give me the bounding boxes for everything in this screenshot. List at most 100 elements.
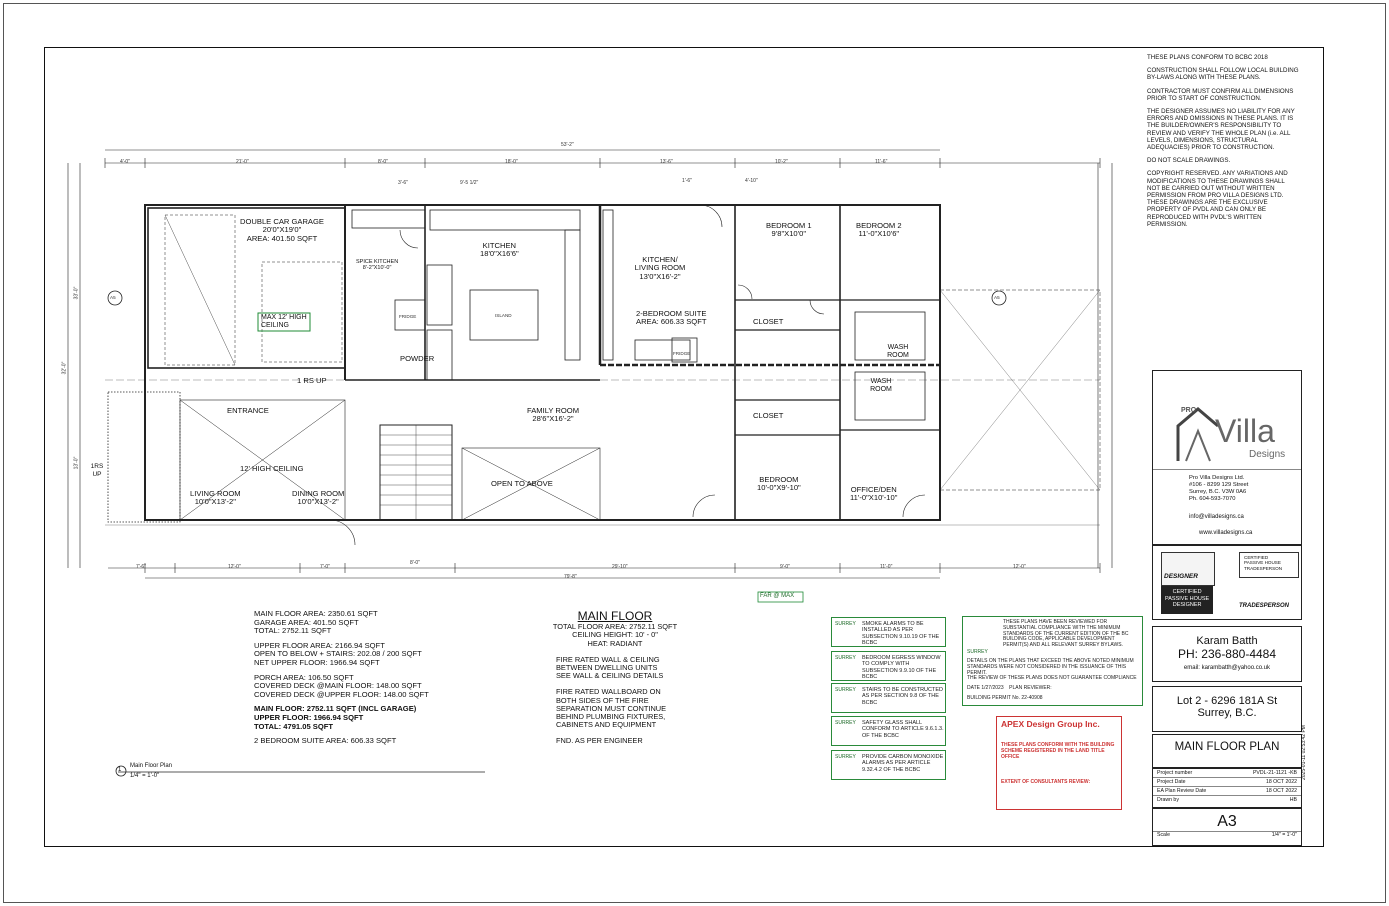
rs-up-porch-label: 1RS UP	[90, 463, 104, 479]
dim-overall-bottom: 79'-8"	[564, 574, 577, 580]
kitchen-label: KITCHEN 18'0"X16'6"	[480, 241, 519, 259]
dim-overall-top: 53'-2"	[561, 142, 574, 148]
logo-designs: Designs	[1249, 449, 1286, 460]
fire-line: SEPARATION MUST CONTINUE	[556, 703, 667, 713]
section-marker-left: A5	[110, 295, 116, 300]
project-row-label: EA Plan Review Date	[1157, 788, 1207, 794]
sheet-title-block: MAIN FLOOR PLAN	[1152, 734, 1302, 768]
company-address: Pro Villa Designs Ltd. #106 - 8299 129 S…	[1189, 475, 1248, 503]
dim-13: 9'-0"	[780, 564, 790, 570]
living-size: 10'0"X13'-2"	[194, 497, 236, 507]
kitchen-title: KITCHEN	[482, 241, 517, 250]
client-phone: PH: 236-880-4484	[1177, 647, 1277, 661]
surrey-note-4: SURREY SAFETY GLASS SHALL CONFORM TO ART…	[831, 716, 946, 746]
family-title: FAMILY ROOM	[527, 406, 580, 415]
suite-kitchen-label: KITCHEN/ LIVING ROOM 13'0"X16'-2"	[632, 255, 688, 281]
review-reviewer-label: PLAN REVIEWER:	[1009, 685, 1052, 691]
tradesperson-badge: TRADESPERSON	[1239, 603, 1290, 609]
lot-line1: Lot 2 - 6296 181A St	[1176, 695, 1278, 707]
area-line: UPPER FLOOR AREA: 2166.94 SQFT	[254, 640, 385, 650]
sheet-number-block: A3 Scale 1/4" = 1'-0"	[1152, 808, 1302, 846]
high-ceiling-label: 12' HIGH CEILING	[240, 464, 304, 473]
spice-kitchen-size: 8'-2"X10'-0"	[362, 265, 392, 271]
spice-kitchen-title: SPICE KITCHEN	[356, 259, 399, 265]
surrey-review-stamp: SURREY THESE PLANS HAVE BEEN REVIEWED FO…	[962, 616, 1143, 706]
dim-10: 7'-0"	[320, 564, 330, 570]
total-floor-area: TOTAL FLOOR AREA: 2752.11 SQFT	[552, 622, 678, 632]
certification-block: DESIGNER CERTIFIED PASSIVE HOUSE TRADESP…	[1152, 545, 1302, 620]
bedroom1-title: BEDROOM 1	[766, 221, 812, 230]
scale-row: Scale 1/4" = 1'-0"	[1153, 831, 1301, 838]
dining-title: DINING ROOM	[292, 489, 345, 498]
family-size: 28'6"X16'-2"	[532, 414, 574, 424]
surrey-note-3: SURREY STAIRS TO BE CONSTRUCTED AS PER S…	[831, 683, 946, 713]
surrey-note-5: SURREY PROVIDE CARBON MONOXIDE ALARMS AS…	[831, 750, 946, 780]
review-text: THESE PLANS HAVE BEEN REVIEWED FOR SUBST…	[1003, 619, 1129, 649]
note-4: THE DESIGNER ASSUMES NO LIABILITY FOR AN…	[1147, 108, 1295, 152]
scale-label: Scale	[1157, 832, 1170, 838]
note-5: DO NOT SCALE DRAWINGS.	[1147, 157, 1231, 165]
project-row-label: Project Date	[1157, 779, 1186, 785]
foundation-note: FND. AS PER ENGINEER	[556, 736, 643, 746]
dim-14: 11'-0"	[880, 564, 893, 570]
closet-label-1: CLOSET	[753, 317, 784, 326]
note-1: THESE PLANS CONFORM TO BCBC 2018	[1147, 54, 1268, 61]
client-email: email: karambatth@yahoo.co.uk	[1183, 665, 1271, 671]
passive-house-badge: CERTIFIED PASSIVE HOUSE TRADESPERSON	[1239, 552, 1299, 578]
general-notes: THESE PLANS CONFORM TO BCBC 2018 CONSTRU…	[1147, 54, 1299, 234]
passive-line3: TRADESPERSON	[1244, 565, 1283, 571]
dim-12: 29'-10"	[612, 564, 628, 570]
area-group: 2 BEDROOM SUITE AREA: 606.33 SQFT	[254, 736, 429, 746]
company-block: PRO Villa Designs Pro Villa Designs Ltd.…	[1152, 370, 1302, 545]
review-date: 1/27/2023	[981, 685, 1004, 691]
heat-type: HEAT: RADIANT	[587, 638, 643, 648]
dim-1: 4'-0"	[120, 159, 130, 165]
living-room-label: LIVING ROOM 10'0"X13'-2"	[190, 489, 241, 507]
bedroom1-size: 9'8"X10'0"	[771, 229, 807, 239]
apex-stamp: APEX Design Group Inc. THESE PLANS CONFO…	[996, 716, 1122, 810]
dim-3: 8'-0"	[378, 159, 388, 165]
sheet-number: A3	[1217, 813, 1237, 830]
entrance-label: ENTRANCE	[227, 406, 269, 415]
view-scale: 1/4" = 1'-0"	[130, 773, 160, 779]
section-marker-right: A5	[994, 295, 1000, 300]
surrey-note-label: SURREY	[835, 655, 856, 661]
project-row: EA Plan Review Date 18 OCT 2022	[1153, 787, 1301, 796]
area-line: NET UPPER FLOOR: 1966.94 SQFT	[254, 657, 380, 667]
fire-line: FIRE RATED WALLBOARD ON	[556, 687, 661, 697]
area-line: MAIN FLOOR AREA: 2350.61 SQFT	[254, 609, 378, 618]
project-row-value: 18 OCT 2022	[1265, 779, 1297, 785]
surrey-note-label: SURREY	[835, 687, 856, 693]
company-name: Pro Villa Designs Ltd.	[1189, 475, 1245, 481]
area-line: TOTAL: 2752.11 SQFT	[254, 626, 332, 636]
bedroom2-label: BEDROOM 2 11'-0"X10'6"	[856, 221, 902, 239]
client-name: Karam Batth	[1196, 635, 1258, 647]
dim-7: 11'-6"	[875, 159, 888, 165]
note-3: CONTRACTOR MUST CONFIRM ALL DIMENSIONS P…	[1147, 87, 1294, 102]
certified-designer-badge: CERTIFIED PASSIVE HOUSE DESIGNER	[1161, 586, 1213, 614]
fire-rating-note-1: FIRE RATED WALL & CEILING BETWEEN DWELLI…	[540, 655, 690, 681]
dim-15: 12'-0"	[1013, 564, 1026, 570]
project-row-value: 18 OCT 2022	[1265, 788, 1297, 794]
dim-2: 21'-0"	[236, 159, 249, 165]
review-details: DETAILS ON THE PLANS THAT EXCEED THE ABO…	[967, 658, 1134, 676]
review-permit-label: BUILDING PERMIT No.	[967, 695, 1020, 701]
designer-badge-text: DESIGNER	[1164, 573, 1198, 580]
fire-line: SEE WALL & CEILING DETAILS	[556, 671, 664, 681]
area-group: MAIN FLOOR: 2752.11 SQFT (INCL GARAGE)UP…	[254, 705, 429, 731]
suite-kitchen-size: 13'0"X16'-2"	[639, 271, 681, 281]
drawing-frame	[44, 47, 1324, 847]
company-address1: #106 - 8299 129 Street	[1189, 482, 1249, 488]
lot-block: Lot 2 - 6296 181A St Surrey, B.C.	[1152, 686, 1302, 732]
washroom-label-1: WASH ROOM	[887, 344, 909, 360]
office-title: OFFICE/DEN	[850, 485, 897, 494]
dim-19: 1'-6"	[682, 178, 692, 184]
bedroom3-title: BEDROOM	[759, 475, 799, 484]
area-line: TOTAL: 4791.05 SQFT	[254, 721, 334, 731]
surrey-note-text: SAFETY GLASS SHALL CONFORM TO ARTICLE 9.…	[862, 720, 944, 739]
